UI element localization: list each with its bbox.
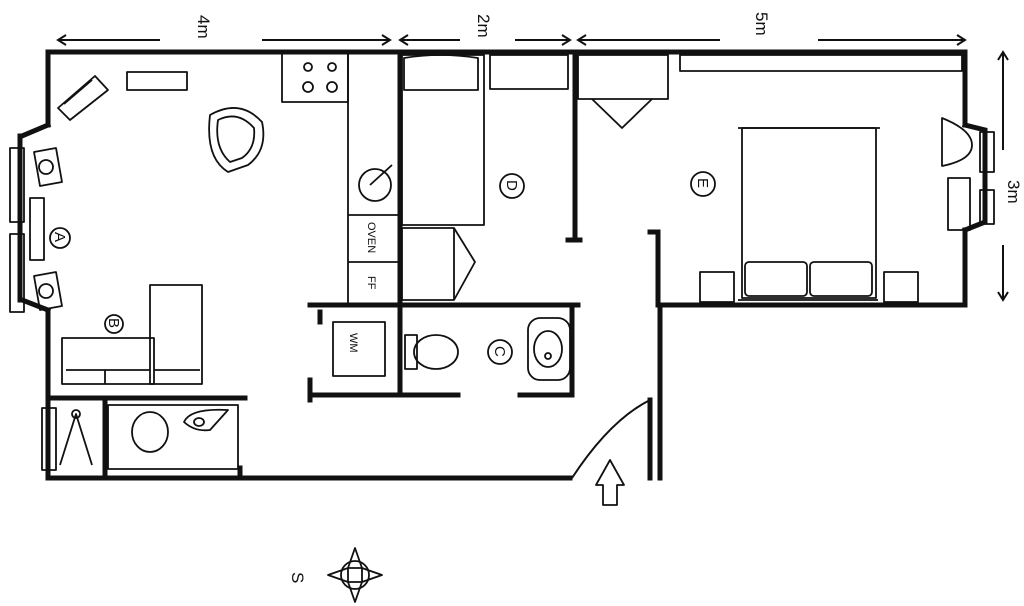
living-room-furniture (29, 71, 265, 385)
room-b-marker (104, 314, 124, 334)
compass-direction-label: S (288, 572, 307, 583)
dimension-lines (56, 34, 1009, 302)
dimension-top-middle: 2m (474, 14, 493, 38)
walls (17, 49, 988, 481)
small-bathroom-fixtures (59, 404, 239, 470)
washing-machine (332, 321, 386, 377)
dimension-top-left: 4m (194, 15, 213, 39)
washing-machine-label: WM (347, 333, 359, 353)
room-a-marker (49, 227, 71, 249)
room-a-label: A (51, 232, 68, 242)
room-d-label: D (503, 180, 520, 191)
compass-icon (327, 547, 383, 603)
room-c-marker (487, 339, 513, 365)
entrance-arrow-icon (595, 459, 625, 506)
room-e-marker (690, 171, 716, 197)
room-d-marker (499, 173, 525, 199)
room-c-fixtures (404, 317, 571, 381)
entry-door (571, 399, 651, 479)
room-d-furniture (401, 54, 569, 301)
room-b-label: B (105, 318, 122, 328)
room-e-label: E (694, 178, 711, 188)
room-c-label: C (491, 346, 508, 357)
room-e-furniture (577, 54, 973, 303)
kitchen-counter (281, 51, 401, 306)
oven-label: OVEN (365, 222, 377, 253)
fridge-freezer-label: FF (365, 276, 377, 290)
windows (9, 131, 995, 471)
dimension-right-side: 3m (1004, 180, 1023, 204)
dimension-top-right: 5m (752, 12, 771, 36)
